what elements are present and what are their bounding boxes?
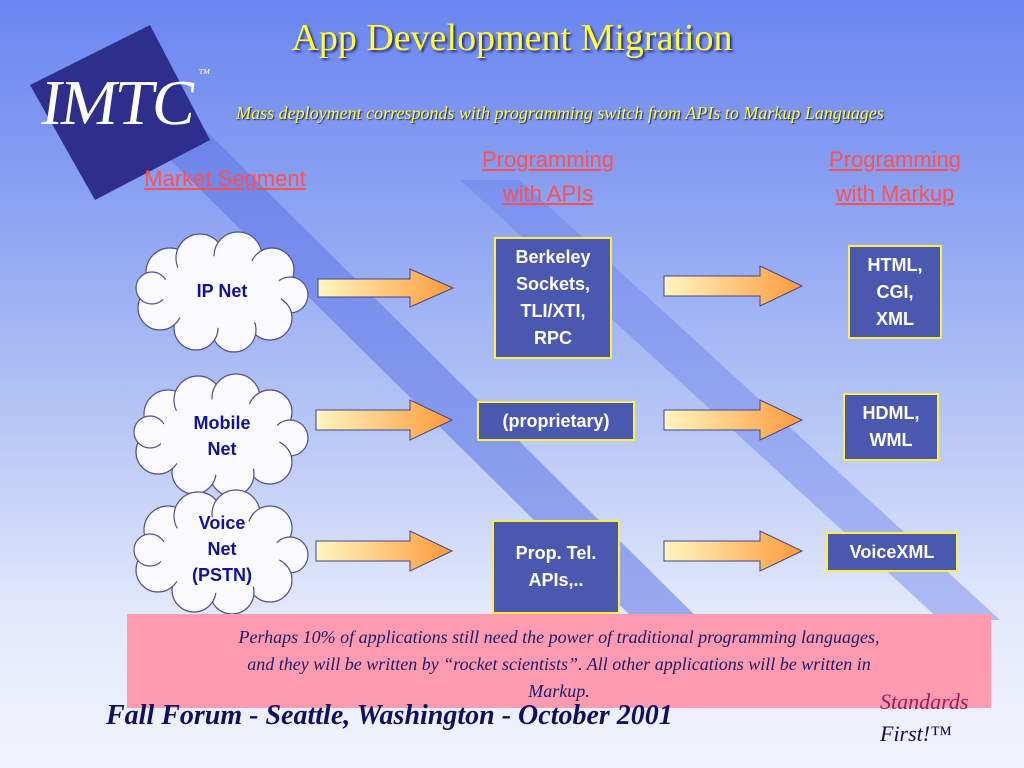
box-line: (proprietary) [502, 410, 610, 431]
arrow [315, 530, 454, 572]
cloud-shape [133, 489, 309, 615]
column-heading-programming-apis: Programming with APIs [448, 143, 648, 211]
arrow [663, 530, 804, 572]
box-line: HTML, [867, 254, 923, 275]
note-box: Perhaps 10% of applications still need t… [127, 614, 991, 708]
markup-box-html: HTML, CGI, XML [848, 245, 942, 339]
box-line: Berkeley [515, 247, 591, 267]
cloud-shape [133, 373, 309, 497]
footer-tagline: Standards First!™ [880, 686, 968, 750]
segment-voice-net: Voice Net (PSTN) [160, 510, 284, 588]
segment-line: Net [207, 439, 237, 459]
arrow [315, 399, 454, 441]
markup-box-hdml: HDML, WML [843, 393, 939, 461]
tagline-first: First!™ [880, 721, 952, 746]
cloud-shape [135, 231, 309, 353]
arrow [663, 265, 804, 307]
note-line: Markup. [528, 681, 590, 701]
footer-event: Fall Forum - Seattle, Washington - Octob… [106, 700, 673, 731]
tagline-standards: Standards [880, 689, 969, 714]
segment-line: Net [207, 539, 237, 559]
markup-box-voicexml: VoiceXML [826, 532, 958, 572]
logo-diamond [30, 25, 210, 200]
box-line: RPC [533, 328, 572, 348]
api-box-prop-tel-apis: Prop. Tel. APIs,.. [492, 520, 620, 614]
heading-line: Programming [481, 147, 615, 172]
api-box-berkeley-sockets: Berkeley Sockets, TLI/XTI, RPC [494, 237, 612, 359]
slide-title: App Development Migration [291, 17, 733, 59]
segment-line: (PSTN) [192, 565, 252, 585]
box-line: APIs,.. [528, 570, 584, 590]
logo-trademark: ™ [197, 66, 209, 80]
note-line: and they will be written by “rocket scie… [247, 654, 871, 674]
heading-line: with Markup [835, 181, 955, 206]
box-line: CGI, [876, 281, 914, 302]
box-line: Prop. Tel. [515, 543, 597, 563]
column-heading-market-segment: Market Segment [144, 166, 306, 191]
segment-line: IP Net [196, 281, 248, 301]
api-box-proprietary: (proprietary) [477, 401, 635, 441]
segment-mobile-net: Mobile Net [160, 410, 284, 462]
segment-line: Voice [198, 513, 246, 533]
slide-subtitle: Mass deployment corresponds with program… [236, 103, 884, 123]
column-heading-programming-markup: Programming with Markup [795, 143, 995, 211]
box-line: WML [869, 430, 913, 450]
segment-ip-net: IP Net [160, 278, 284, 304]
box-line: TLI/XTI, [520, 301, 586, 321]
note-line: Perhaps 10% of applications still need t… [238, 627, 880, 647]
box-line: Sockets, [515, 274, 591, 294]
heading-line: Programming [828, 147, 962, 172]
heading-line: with APIs [502, 181, 594, 206]
box-line: XML [875, 308, 914, 329]
box-line: VoiceXML [849, 541, 935, 562]
arrow [317, 268, 455, 308]
arrow [663, 399, 804, 441]
segment-line: Mobile [193, 413, 251, 433]
box-line: HDML, [862, 403, 920, 423]
